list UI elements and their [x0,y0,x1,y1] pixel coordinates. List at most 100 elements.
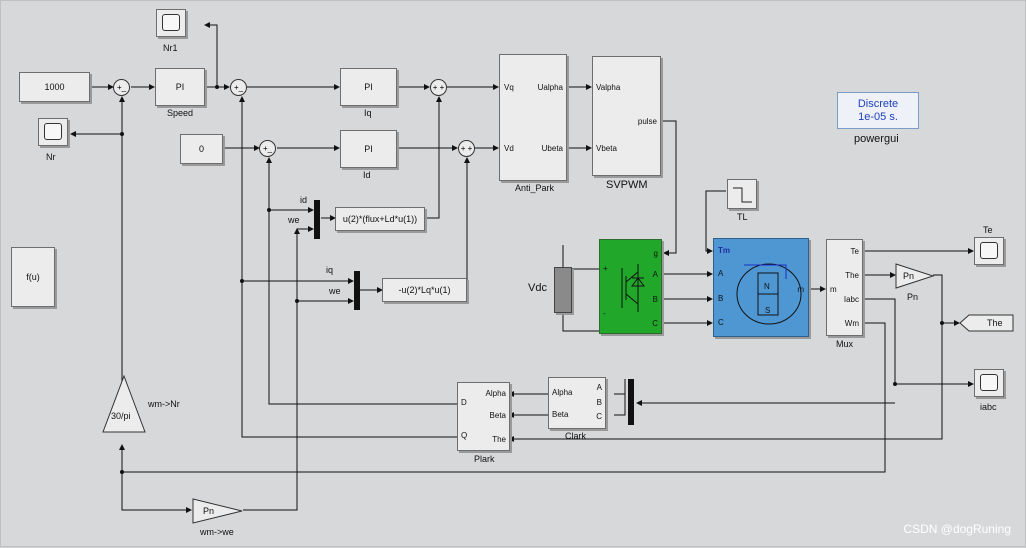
igbt-icon [621,264,645,312]
inverter-g: g [653,249,658,258]
pmsm-s: S [765,306,771,315]
gain-we-value: Pn [203,506,215,516]
sum-vq[interactable]: + + [430,79,447,96]
mux-iq-we[interactable] [354,271,360,310]
gain-we-label: wm->we [200,527,234,537]
mux-we2-label: we [329,286,341,296]
fcn-decouple-d[interactable]: -u(2)*Lq*u(1) [382,278,467,302]
demux-iabc: Iabc [843,295,859,304]
pi-iq-label: Iq [364,108,372,118]
anti-park-vq: Vq [504,83,514,92]
mux-we-label: we [288,215,300,225]
pi-speed-label: Speed [167,108,194,118]
pmsm-n: N [764,282,770,291]
constant-id-ref-value: 0 [198,144,204,154]
powergui-line1: Discrete [857,97,899,110]
pi-speed-text: PI [175,82,185,92]
fcn-fu-text: f(u) [26,272,40,282]
mux-id-we[interactable] [314,200,320,239]
clark-a: A [596,383,602,392]
scope-nr-label: Nr [46,152,56,162]
step-tl-label: TL [737,212,748,222]
constant-speed-ref-value: 1000 [44,82,65,92]
dc-source[interactable] [554,267,572,313]
sum-speed[interactable]: +_ [113,79,130,96]
svpwm-label: SVPWM [606,179,648,191]
powergui-label: powergui [854,133,899,145]
demux-in: m [830,285,837,294]
park-label: Plark [474,454,495,464]
sum-iq[interactable]: +_ [230,79,247,96]
constant-id-ref[interactable]: 0 [180,134,223,164]
powergui-block[interactable]: Discrete 1e-05 s. [837,92,919,129]
mux-iabc[interactable] [628,379,634,425]
step-icon [733,187,752,203]
scope-iabc[interactable] [974,369,1004,397]
goto-the-label: The [987,318,1003,328]
inverter-block[interactable]: g A B C + - [599,239,662,334]
inverter-plus: + [603,264,608,273]
constant-speed-ref[interactable]: 1000 [19,72,90,102]
pi-id-label: Id [363,170,371,180]
pi-id-text: PI [364,144,373,154]
clark-label: Clark [565,431,587,441]
anti-park-ualpha: Ualpha [537,83,563,92]
gain-pn[interactable] [895,263,935,289]
demux-te: Te [850,247,859,256]
mux-iq-label: iq [326,265,334,275]
clark-beta: Beta [552,410,569,419]
svpwm-block[interactable]: Valpha Vbeta pulse [592,56,661,176]
mux-id-label: id [300,195,308,205]
anti-park-block[interactable]: Vq Vd Ualpha Ubeta [499,54,567,181]
powergui-line2: 1e-05 s. [858,110,898,123]
demux-the: The [845,271,859,280]
goto-the[interactable] [959,314,1015,332]
pi-iq[interactable]: PI [340,68,397,106]
sum-vd[interactable]: + + [458,140,475,157]
clark-c: C [596,412,602,421]
sum-id[interactable]: +_ [259,140,276,157]
watermark: CSDN @dogRuning [903,522,1011,536]
demux-wm: Wm [844,319,859,328]
anti-park-label: Anti_Park [515,183,555,193]
gain-we[interactable] [192,498,244,524]
pi-iq-text: PI [364,82,373,92]
anti-park-vd: Vd [504,144,514,153]
clark-alpha: Alpha [552,388,573,397]
pi-speed[interactable]: PI [155,68,205,106]
fcn-fu[interactable]: f(u) [11,247,55,307]
scope-iabc-label: iabc [980,402,997,412]
gain-nr-value: 30/pi [111,411,131,421]
inverter-a: A [652,270,658,279]
anti-park-ubeta: Ubeta [541,144,563,153]
scope-nr[interactable] [38,118,68,146]
scope-te-label: Te [983,225,993,235]
pmsm-c: C [718,318,724,327]
park-block[interactable]: D Q Alpha Beta The [457,382,510,451]
pmsm-block[interactable]: Tm A B C m N S [713,238,809,337]
scope-te[interactable] [974,237,1004,265]
motor-icon [736,263,802,325]
fcn-decouple-d-text: -u(2)*Lq*u(1) [398,285,451,295]
svpwm-valpha: Valpha [596,83,621,92]
dc-source-label: Vdc [528,282,547,294]
gain-nr-label: wm->Nr [148,399,180,409]
gain-nr[interactable] [102,375,146,433]
inverter-c: C [652,319,658,328]
fcn-decouple-q-text: u(2)*(flux+Ld*u(1)) [342,214,418,224]
demux-block[interactable]: m Te The Iabc Wm [826,239,863,336]
pmsm-tm: Tm [718,246,730,255]
demux-label: Mux [836,339,854,349]
park-q: Q [461,431,468,440]
clark-block[interactable]: Alpha Beta A B C [548,377,606,429]
inverter-b: B [652,295,658,304]
pi-id[interactable]: PI [340,130,397,168]
svpwm-pulse: pulse [637,117,657,126]
fcn-decouple-q[interactable]: u(2)*(flux+Ld*u(1)) [335,207,425,231]
step-tl[interactable] [727,179,757,209]
gain-pn-value: Pn [903,271,915,281]
scope-nr1[interactable] [156,9,186,37]
park-alpha: Alpha [485,389,506,398]
pmsm-b: B [718,294,724,303]
